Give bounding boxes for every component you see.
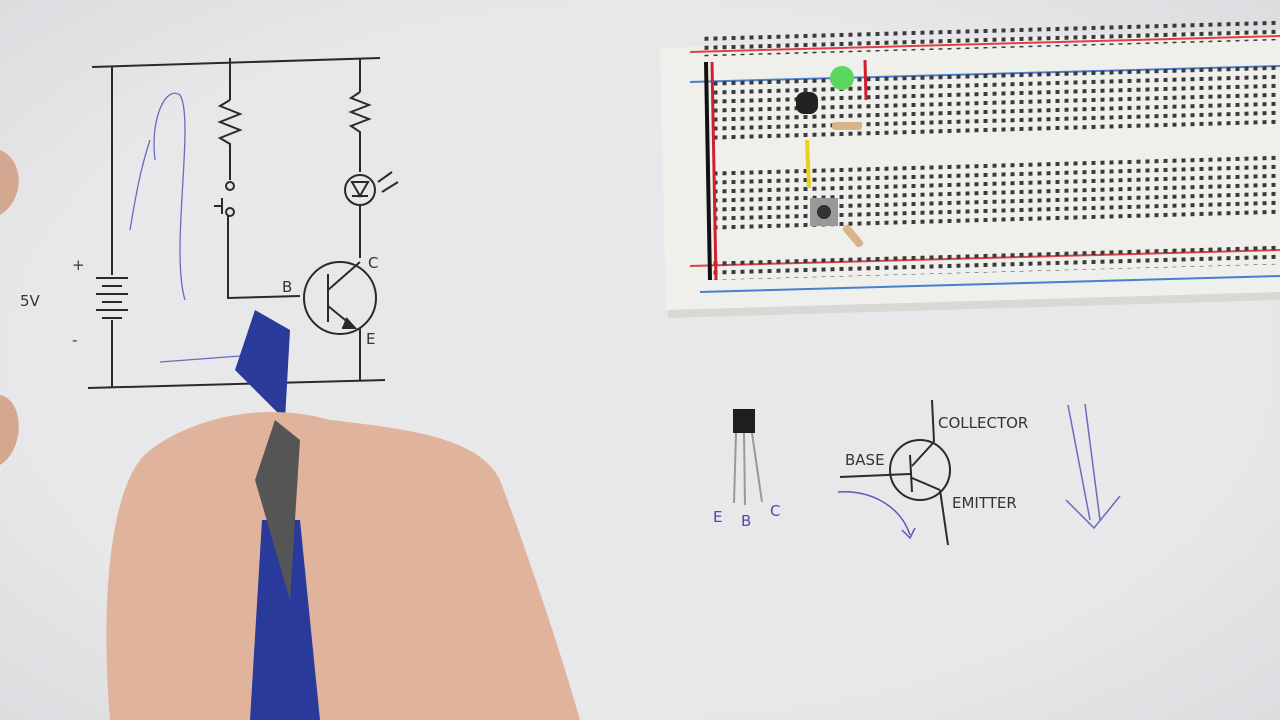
supply-label: 5V bbox=[20, 292, 41, 310]
red-wire bbox=[710, 61, 718, 281]
pin-label-e: E bbox=[713, 508, 722, 526]
transistor-symbol-diagram bbox=[839, 399, 951, 546]
transistor-on-board bbox=[796, 92, 818, 114]
emitter-text: EMITTER bbox=[952, 494, 1017, 512]
resistor-on-board-2 bbox=[842, 224, 864, 248]
battery-symbol bbox=[96, 277, 128, 319]
resistor-2 bbox=[348, 91, 372, 172]
emitter-label: E bbox=[366, 330, 375, 348]
down-arrow-icon bbox=[1065, 403, 1121, 530]
circuit-schematic bbox=[87, 57, 399, 389]
transistor-component bbox=[733, 409, 763, 506]
base-label: B bbox=[282, 278, 292, 296]
resistor-1 bbox=[217, 99, 243, 180]
resistor-on-board-1 bbox=[832, 122, 862, 130]
current-arrow-icon bbox=[837, 491, 916, 540]
plus-label: + bbox=[72, 256, 85, 274]
base-text: BASE bbox=[845, 451, 885, 469]
collector-label: C bbox=[368, 254, 378, 272]
black-wire bbox=[704, 61, 712, 281]
current-path-drawing bbox=[129, 92, 241, 363]
collector-text: COLLECTOR bbox=[938, 414, 1028, 432]
green-led bbox=[830, 66, 854, 90]
led-symbol bbox=[344, 174, 376, 206]
pin-label-b: B bbox=[741, 512, 751, 530]
hand-with-pen bbox=[0, 150, 581, 720]
pin-label-c: C bbox=[770, 502, 780, 520]
breadboard bbox=[660, 20, 1280, 318]
minus-label: - bbox=[72, 331, 77, 349]
yellow-wire bbox=[805, 139, 811, 189]
transistor-symbol bbox=[303, 261, 377, 335]
push-button bbox=[214, 198, 223, 214]
